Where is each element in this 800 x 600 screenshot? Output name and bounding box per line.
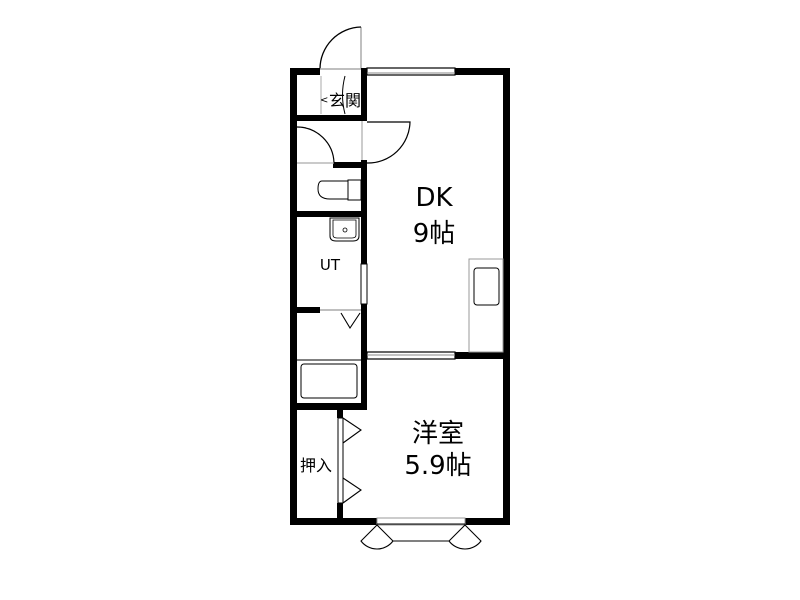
toilet-icon — [317, 179, 362, 201]
wash-basin-icon — [329, 217, 360, 242]
dk-western-sliding-door-icon — [366, 351, 456, 360]
room-label-closet: 押入 — [300, 456, 332, 475]
storage-door-icon — [296, 126, 335, 164]
ut-sliding-door-icon — [360, 263, 368, 305]
entrance-door-icon — [319, 26, 362, 70]
toilet-door-icon — [361, 121, 411, 164]
room-size-dk: 9帖 — [413, 219, 456, 249]
closet-door-icon — [337, 417, 362, 504]
room-label-dk: DK — [415, 183, 453, 213]
interior-walls — [290, 68, 510, 525]
step-arrow-icon: < — [320, 95, 328, 106]
room-label-western: 洋室 — [412, 419, 464, 449]
dk-window-icon — [366, 67, 456, 76]
bay-window-icon — [360, 517, 482, 550]
bath-door-icon — [320, 309, 361, 330]
room-label-ut: UT — [320, 256, 341, 274]
room-label-entrance: 玄関 — [329, 91, 361, 110]
bathtub-icon — [297, 359, 361, 399]
kitchen-sink-icon — [468, 258, 504, 353]
room-size-western: 5.9帖 — [404, 451, 471, 481]
